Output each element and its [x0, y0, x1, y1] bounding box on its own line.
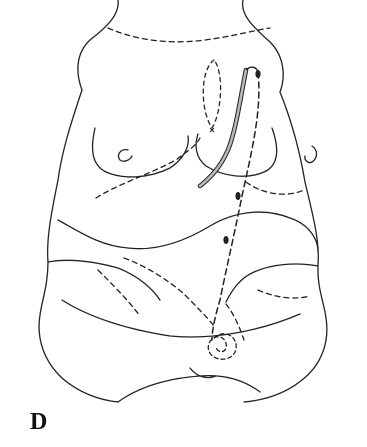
left-nipple-mark: [118, 150, 132, 162]
neck-right-outline: [243, 0, 284, 92]
torso-right-outline: [244, 92, 327, 402]
cuff-marker: [255, 70, 260, 78]
right-inframammary-dashed: [246, 182, 304, 194]
left-breast-outline: [93, 128, 189, 177]
neck-left-outline: [78, 0, 118, 90]
pannus-right-fold: [226, 264, 318, 302]
right-abdomen-dashed: [258, 290, 310, 298]
cuff-marker: [223, 236, 228, 244]
right-nipple-mark: [305, 146, 317, 163]
left-inframammary-dashed: [96, 138, 200, 198]
right-breast-outline: [196, 128, 277, 176]
catheter-tunnel-dashed: [212, 72, 259, 340]
left-midbody-dashed: [124, 258, 214, 326]
upper-abdomen-fold: [58, 212, 318, 252]
pannus-lower-fold: [62, 300, 300, 337]
cuff-marker: [235, 192, 240, 200]
torso-left-outline: [39, 90, 118, 402]
pannus-bottom-contour: [118, 376, 260, 402]
panel-label: D: [30, 410, 47, 434]
left-lower-dashed: [98, 270, 140, 316]
collar-dashed-line: [108, 28, 270, 42]
sternum-dashed-ellipse: [203, 60, 220, 128]
